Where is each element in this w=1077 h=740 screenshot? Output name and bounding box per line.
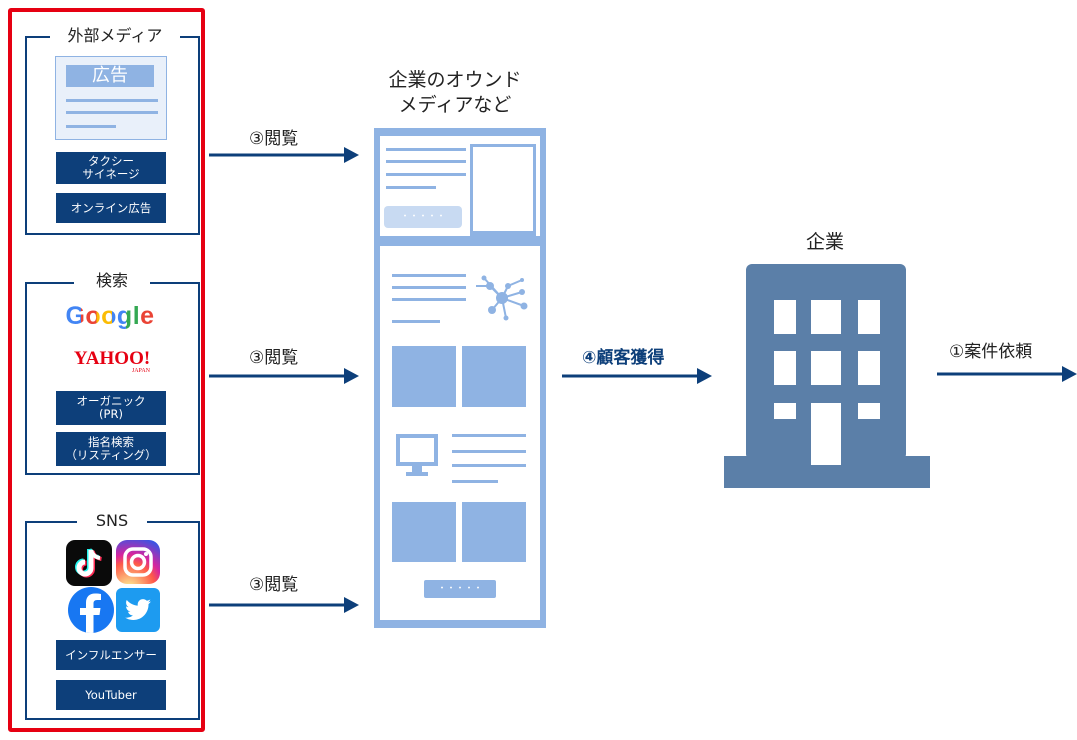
page-header-section: ・・・・・ bbox=[380, 136, 540, 236]
tag-organic: オーガニック (PR) bbox=[56, 391, 166, 425]
ad-banner: 広告 bbox=[66, 65, 154, 87]
ad-line bbox=[66, 111, 158, 114]
body-line bbox=[392, 298, 466, 301]
body-line bbox=[452, 434, 526, 437]
view-label-3: ③閲覧 bbox=[249, 575, 299, 595]
arrowhead-view-1 bbox=[344, 147, 359, 163]
tag-listing: 指名検索 （リスティング） bbox=[56, 432, 166, 466]
view-label-1: ③閲覧 bbox=[249, 129, 299, 149]
header-line bbox=[386, 148, 466, 151]
external-media-title: 外部メディア bbox=[50, 26, 180, 46]
arrowhead-request bbox=[1062, 366, 1077, 382]
sns-title: SNS bbox=[77, 511, 147, 531]
header-line bbox=[386, 160, 466, 163]
monitor-icon bbox=[396, 434, 438, 476]
yahoo-logo-text: YAHOO! bbox=[73, 348, 151, 369]
acquire-label: ④顧客獲得 bbox=[582, 348, 665, 368]
tile bbox=[462, 502, 526, 562]
arrowhead-view-3 bbox=[344, 597, 359, 613]
page-body-section: ・・・・・ bbox=[380, 246, 540, 620]
tiktok-glyph bbox=[75, 548, 102, 578]
ad-mockup: 広告 bbox=[55, 56, 167, 140]
owned-media-title: 企業のオウンド メディアなど bbox=[388, 69, 522, 116]
media-channels-frame bbox=[8, 8, 205, 732]
search-title: 検索 bbox=[74, 271, 150, 291]
owned-media-page: ・・・・・ bbox=[374, 128, 546, 628]
building-glyph bbox=[724, 264, 930, 488]
body-line bbox=[452, 464, 526, 467]
yahoo-logo: YAHOO! JAPAN bbox=[70, 348, 154, 376]
google-logo: Google bbox=[60, 302, 160, 332]
request-label: ①案件依頼 bbox=[949, 342, 1033, 362]
header-image-frame bbox=[470, 144, 536, 236]
tag-online-ads: オンライン広告 bbox=[56, 193, 166, 223]
arrowhead-view-2 bbox=[344, 368, 359, 384]
instagram-icon bbox=[116, 540, 160, 584]
body-line bbox=[392, 286, 466, 289]
company-building-icon bbox=[724, 264, 930, 488]
tag-youtuber: YouTuber bbox=[56, 680, 166, 710]
yahoo-logo-sub: JAPAN bbox=[131, 368, 150, 374]
header-line bbox=[386, 186, 436, 189]
header-button: ・・・・・ bbox=[384, 206, 462, 228]
tag-influencer: インフルエンサー bbox=[56, 640, 166, 670]
tag-taxi-signage: タクシー サイネージ bbox=[56, 152, 166, 184]
network-icon bbox=[476, 275, 528, 321]
arrowhead-acquire bbox=[697, 368, 712, 384]
twitter-glyph bbox=[125, 599, 152, 620]
facebook-icon bbox=[68, 587, 114, 633]
facebook-glyph bbox=[80, 593, 101, 633]
company-title: 企業 bbox=[805, 231, 844, 253]
tile bbox=[462, 346, 526, 407]
body-button: ・・・・・ bbox=[424, 580, 496, 598]
header-image bbox=[473, 147, 533, 231]
view-label-2: ③閲覧 bbox=[249, 348, 299, 368]
header-line bbox=[386, 173, 466, 176]
twitter-icon bbox=[116, 588, 160, 632]
ad-line bbox=[66, 99, 158, 102]
body-line bbox=[392, 274, 466, 277]
body-line bbox=[452, 480, 498, 483]
instagram-glyph bbox=[123, 547, 153, 577]
tiktok-icon bbox=[66, 540, 112, 586]
tile bbox=[392, 346, 456, 407]
tile bbox=[392, 502, 456, 562]
body-line bbox=[392, 320, 440, 323]
google-logo-text: Google bbox=[65, 302, 155, 330]
ad-line bbox=[66, 125, 116, 128]
body-line bbox=[452, 450, 526, 453]
